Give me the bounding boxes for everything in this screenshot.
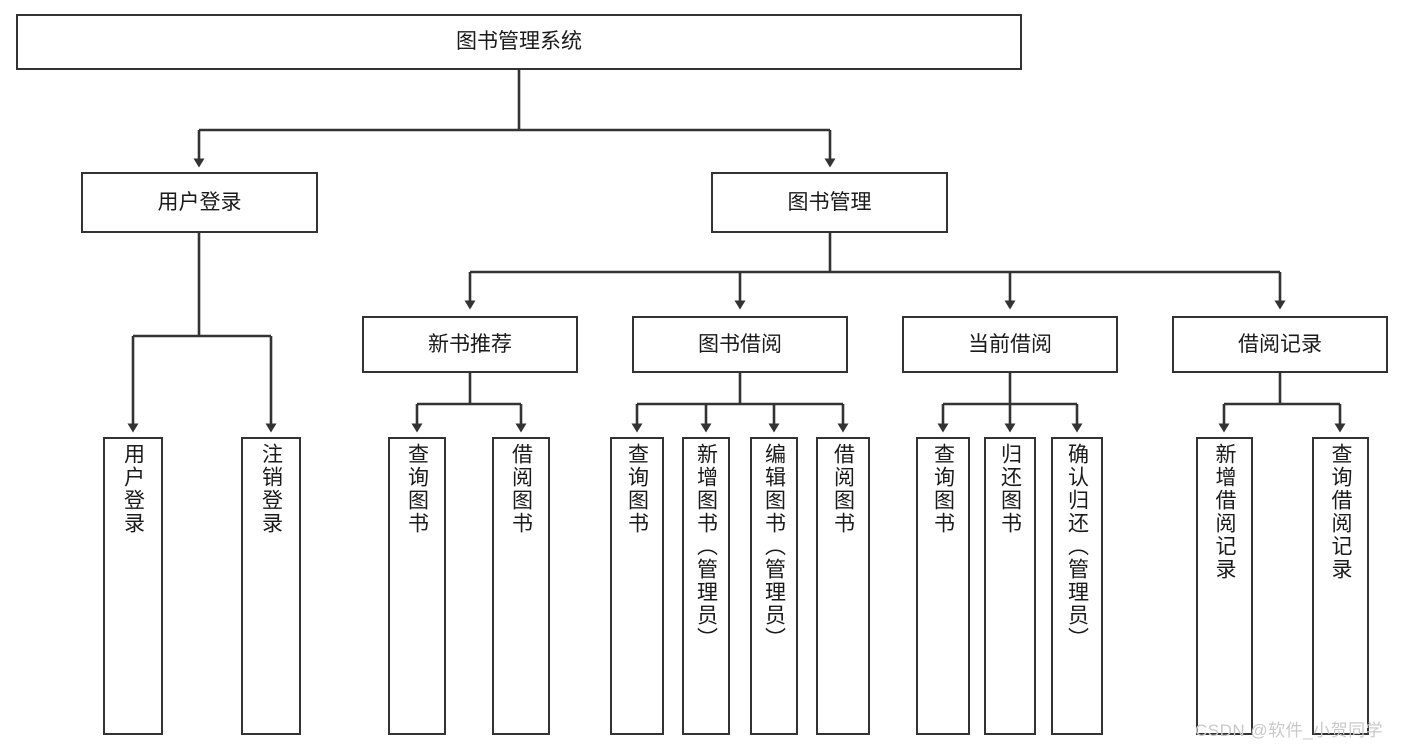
node-book-borrow[interactable]: 图书借阅 xyxy=(632,316,848,373)
node-label: 确认归还（管理员） xyxy=(1065,443,1089,650)
node-leaf-query-record[interactable]: 查询借阅记录 xyxy=(1312,437,1369,735)
node-label: 借阅图书 xyxy=(509,443,533,535)
node-label: 用户登录 xyxy=(121,443,145,535)
node-label: 新增图书（管理员） xyxy=(694,443,718,650)
node-label: 新增借阅记录 xyxy=(1213,443,1236,581)
node-leaf-logout-login[interactable]: 注销登录 xyxy=(241,437,301,735)
node-label: 当前借阅 xyxy=(968,332,1052,356)
node-label: 图书管理系统 xyxy=(456,30,582,54)
node-leaf-add-record[interactable]: 新增借阅记录 xyxy=(1196,437,1253,735)
node-label: 借阅图书 xyxy=(831,443,855,535)
node-label: 图书借阅 xyxy=(698,332,782,356)
node-leaf-add-book[interactable]: 新增图书（管理员） xyxy=(682,437,730,735)
node-leaf-user-login[interactable]: 用户登录 xyxy=(103,437,163,735)
node-label: 新书推荐 xyxy=(428,332,512,356)
node-leaf-borrow-book-1[interactable]: 借阅图书 xyxy=(492,437,550,735)
node-leaf-return-book[interactable]: 归还图书 xyxy=(984,437,1036,735)
node-current-borrow[interactable]: 当前借阅 xyxy=(902,316,1118,373)
node-borrow-record[interactable]: 借阅记录 xyxy=(1172,316,1388,373)
node-leaf-query-book-1[interactable]: 查询图书 xyxy=(388,437,446,735)
node-label: 注销登录 xyxy=(259,443,283,535)
node-leaf-query-book-2[interactable]: 查询图书 xyxy=(610,437,664,735)
node-new-book-recommend[interactable]: 新书推荐 xyxy=(362,316,578,373)
node-leaf-confirm-return[interactable]: 确认归还（管理员） xyxy=(1051,437,1103,735)
node-leaf-query-book-3[interactable]: 查询图书 xyxy=(916,437,970,735)
node-label: 归还图书 xyxy=(998,443,1022,535)
node-leaf-borrow-book-2[interactable]: 借阅图书 xyxy=(816,437,870,735)
node-label: 查询借阅记录 xyxy=(1329,443,1352,581)
node-root-book-management-system[interactable]: 图书管理系统 xyxy=(16,14,1022,70)
node-label: 查询图书 xyxy=(931,443,955,535)
node-label: 图书管理 xyxy=(787,190,872,214)
node-leaf-edit-book[interactable]: 编辑图书（管理员） xyxy=(750,437,798,735)
node-label: 查询图书 xyxy=(405,443,429,535)
node-label: 查询图书 xyxy=(625,443,649,535)
node-book-management[interactable]: 图书管理 xyxy=(711,172,948,233)
node-user-login[interactable]: 用户登录 xyxy=(81,172,318,233)
node-label: 借阅记录 xyxy=(1238,332,1322,356)
node-label: 用户登录 xyxy=(157,190,242,214)
csdn-watermark: CSDN @软件_小贺同学 xyxy=(1195,721,1384,740)
node-label: 编辑图书（管理员） xyxy=(762,443,786,650)
